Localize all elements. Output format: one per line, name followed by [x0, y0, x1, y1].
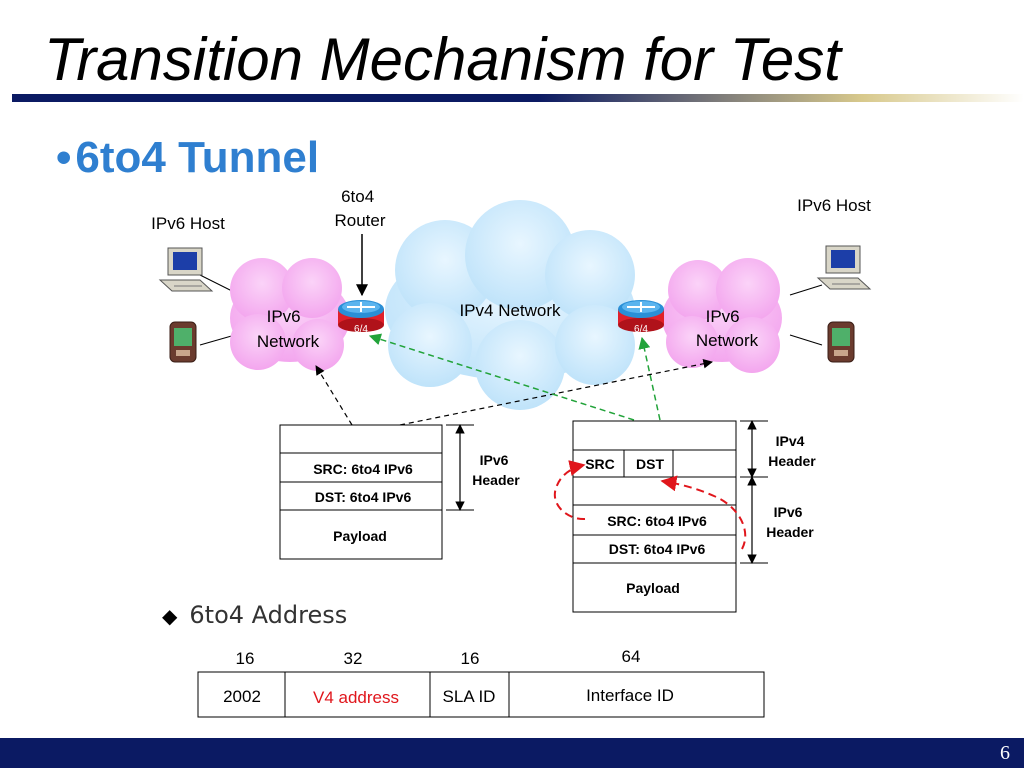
left-packet-dst: DST: 6to4 IPv6	[315, 489, 412, 505]
left-router-badge: 6/4	[354, 324, 368, 335]
right-ipv6-header-bracket: IPv6 Header	[740, 476, 814, 564]
ipv4-network-label: IPv4 Network	[459, 301, 561, 320]
left-packet-to-network-arrow	[315, 365, 353, 426]
right-host-link	[789, 284, 823, 296]
ipv6-bracket-label: IPv6 Header	[766, 504, 814, 540]
right-packet-ipv6-src: SRC: 6to4 IPv6	[607, 513, 707, 529]
right-packet-payload: Payload	[626, 580, 680, 596]
router-label: 6to4 Router	[334, 187, 385, 230]
left-ipv6-network-cloud: IPv6 Network	[230, 258, 350, 371]
right-encapsulated-packet: SRC DST SRC: 6to4 IPv6 DST: 6to4 IPv6 Pa…	[572, 420, 737, 613]
right-packet-ipv4-dst: DST	[636, 456, 664, 472]
left-host-pda-icon	[169, 321, 197, 363]
bullet-heading: •6to4 Tunnel	[56, 130, 319, 186]
right-network-label: IPv6 Network	[696, 307, 759, 350]
copy-src-arrow	[553, 460, 586, 521]
address-format-table: 2002 V4 address SLA ID Interface ID	[197, 671, 765, 718]
router-label-line1: 6to4	[341, 187, 374, 206]
left-bracket-label-line1: IPv6	[480, 452, 509, 468]
field-sla-id: SLA ID	[443, 687, 496, 706]
title-divider	[12, 94, 1024, 102]
ipv4-network-cloud: IPv4 Network	[385, 200, 635, 410]
right-host-computer-icon	[816, 245, 872, 290]
ipv4-bracket-label-line1: IPv4	[776, 433, 805, 449]
right-network-label-line2: Network	[696, 331, 759, 350]
address-heading-text: 6to4 Address	[189, 601, 348, 629]
field-v4-address: V4 address	[313, 688, 399, 707]
left-packet-src: SRC: 6to4 IPv6	[313, 461, 413, 477]
left-network-label-line2: Network	[257, 332, 320, 351]
left-6to4-router-icon: 6/4	[338, 300, 384, 335]
bit-width-prefix: 16	[236, 649, 255, 668]
ipv6-bracket-label-line2: Header	[766, 524, 814, 540]
right-host-pda-icon	[827, 321, 855, 363]
src-to-left-router-arrow	[368, 333, 635, 421]
left-packet-to-right-network-arrow	[399, 359, 713, 426]
left-ipv6-packet: SRC: 6to4 IPv6 DST: 6to4 IPv6 Payload	[279, 424, 443, 560]
slide-title: Transition Mechanism for Test	[44, 26, 841, 93]
right-router-badge: 6/4	[634, 324, 648, 335]
tunnel-diagram: IPv4 Network IPv6 Network IPv6 Network	[151, 187, 872, 718]
left-host-label: IPv6 Host	[151, 214, 225, 233]
bit-width-interface: 64	[622, 647, 641, 666]
page-number: 6	[1000, 742, 1010, 764]
right-ipv4-header-bracket: IPv4 Header	[740, 420, 816, 478]
right-packet-ipv4-src: SRC	[585, 456, 615, 472]
field-prefix: 2002	[223, 687, 261, 706]
left-network-label-line1: IPv6	[267, 307, 301, 326]
right-packet-ipv6-dst: DST: 6to4 IPv6	[609, 541, 706, 557]
right-host-label: IPv6 Host	[797, 196, 871, 215]
left-pda-link	[199, 334, 236, 346]
copy-dst-arrow	[660, 475, 747, 550]
left-bracket-label-line2: Header	[472, 472, 520, 488]
dst-to-right-router-arrow	[638, 336, 661, 421]
right-ipv6-network-cloud: IPv6 Network	[662, 258, 782, 373]
left-host-computer-icon	[158, 247, 214, 292]
left-bracket-label: IPv6 Header	[472, 452, 520, 488]
bullet-dot: •	[56, 133, 72, 182]
diamond-bullet-icon: ◆	[162, 604, 178, 628]
ipv6-bracket-label-line1: IPv6	[774, 504, 803, 520]
field-interface-id: Interface ID	[586, 686, 674, 705]
right-6to4-router-icon: 6/4	[618, 300, 664, 335]
right-pda-link	[789, 334, 823, 346]
left-network-label: IPv6 Network	[257, 307, 320, 351]
footer-bar: 6	[0, 738, 1024, 768]
ipv4-bracket-label-line2: Header	[768, 453, 816, 469]
bit-width-sla: 16	[461, 649, 480, 668]
left-packet-payload: Payload	[333, 528, 387, 544]
ipv4-bracket-label: IPv4 Header	[768, 433, 816, 469]
address-heading: ◆ 6to4 Address	[162, 600, 347, 631]
bullet-text: 6to4 Tunnel	[75, 133, 320, 182]
router-label-line2: Router	[334, 211, 385, 230]
bit-width-v4: 32	[344, 649, 363, 668]
left-ipv6-header-bracket: IPv6 Header	[446, 424, 520, 511]
right-network-label-line1: IPv6	[706, 307, 740, 326]
